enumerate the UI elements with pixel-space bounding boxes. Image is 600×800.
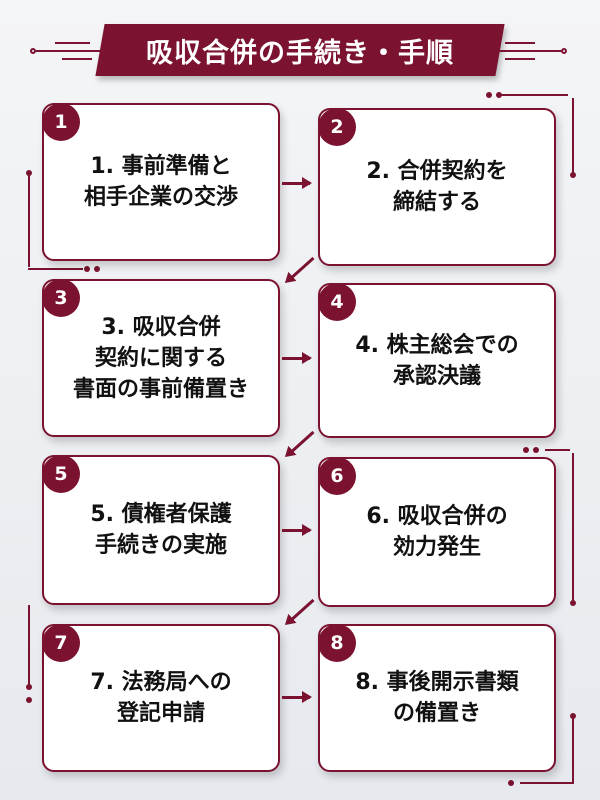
step-card-7: 7. 法務局への 登記申請 [42, 624, 280, 772]
step-badge-8: 8 [318, 624, 356, 662]
step-label-8: 8. 事後開示書類 の備置き [355, 670, 519, 726]
step-card-2: 2. 合併契約を 締結する [318, 108, 556, 266]
step-badge-7: 7 [42, 624, 80, 662]
step-card-3: 3. 吸収合併 契約に関する 書面の事前備置き [42, 279, 280, 437]
decor-dot [26, 684, 32, 690]
decor-dot [570, 172, 576, 178]
decor-dot [508, 780, 514, 786]
decor-vline-right-top [572, 98, 574, 173]
step-label-6: 6. 吸収合併の 効力発生 [366, 504, 508, 560]
arrow-diag-4-to-5 [288, 430, 315, 455]
step-label-5: 5. 債権者保護 手続きの実施 [90, 502, 232, 558]
decor-vline-left-bottom [28, 605, 30, 687]
decor-line-right [495, 50, 561, 52]
decor-hline-bottom-right [520, 782, 574, 784]
decor-vline-right-mid [572, 453, 574, 603]
decor-line-left-2 [55, 42, 90, 44]
step-card-4: 4. 株主総会での 承認決議 [318, 283, 556, 438]
arrow-diag-6-to-7 [288, 598, 315, 623]
decor-line-left-3 [62, 58, 92, 60]
arrow-right-5-to-6 [282, 524, 312, 536]
page-title: 吸収合併の手続き・手順 [146, 37, 454, 69]
decor-hline-mid-right [545, 449, 570, 451]
step-badge-6: 6 [318, 457, 356, 495]
step-label-3: 3. 吸収合併 契約に関する 書面の事前備置き [72, 314, 249, 402]
decor-line-left [36, 50, 102, 52]
decor-line-right-2 [505, 42, 535, 44]
arrow-right-1-to-2 [282, 177, 312, 189]
decor-dot [496, 92, 502, 98]
decor-dot [486, 92, 492, 98]
step-badge-1: 1 [42, 103, 80, 141]
decor-line-right-3 [505, 58, 535, 60]
step-card-1: 1. 事前準備と 相手企業の交渉 [42, 103, 280, 261]
decor-dot-right [561, 48, 567, 54]
decor-dot [26, 697, 32, 703]
decor-hline [28, 268, 83, 270]
decor-dot [523, 447, 529, 453]
decor-vline-right-bottom [572, 716, 574, 782]
step-badge-3: 3 [42, 279, 80, 317]
step-card-5: 5. 債権者保護 手続きの実施 [42, 455, 280, 605]
decor-dot-left [30, 48, 36, 54]
decor-dot [26, 170, 32, 176]
arrow-diag-2-to-3 [288, 256, 315, 281]
step-badge-4: 4 [318, 283, 356, 321]
step-label-1: 1. 事前準備と 相手企業の交渉 [83, 154, 238, 210]
step-label-4: 4. 株主総会での 承認決議 [355, 332, 519, 389]
decor-hline-top-right [500, 94, 568, 96]
step-label-7: 7. 法務局への 登記申請 [90, 670, 232, 726]
decor-dot [570, 600, 576, 606]
arrow-right-7-to-8 [282, 691, 312, 703]
step-card-8: 8. 事後開示書類 の備置き [318, 624, 556, 772]
decor-dot [94, 266, 100, 272]
arrow-right-3-to-4 [282, 352, 312, 364]
step-badge-2: 2 [318, 108, 356, 146]
decor-dot [533, 447, 539, 453]
decor-vline-left-top [28, 172, 30, 267]
step-card-6: 6. 吸収合併の 効力発生 [318, 457, 556, 607]
step-badge-5: 5 [42, 455, 80, 493]
decor-dot [84, 266, 90, 272]
step-label-2: 2. 合併契約を 締結する [366, 159, 508, 215]
